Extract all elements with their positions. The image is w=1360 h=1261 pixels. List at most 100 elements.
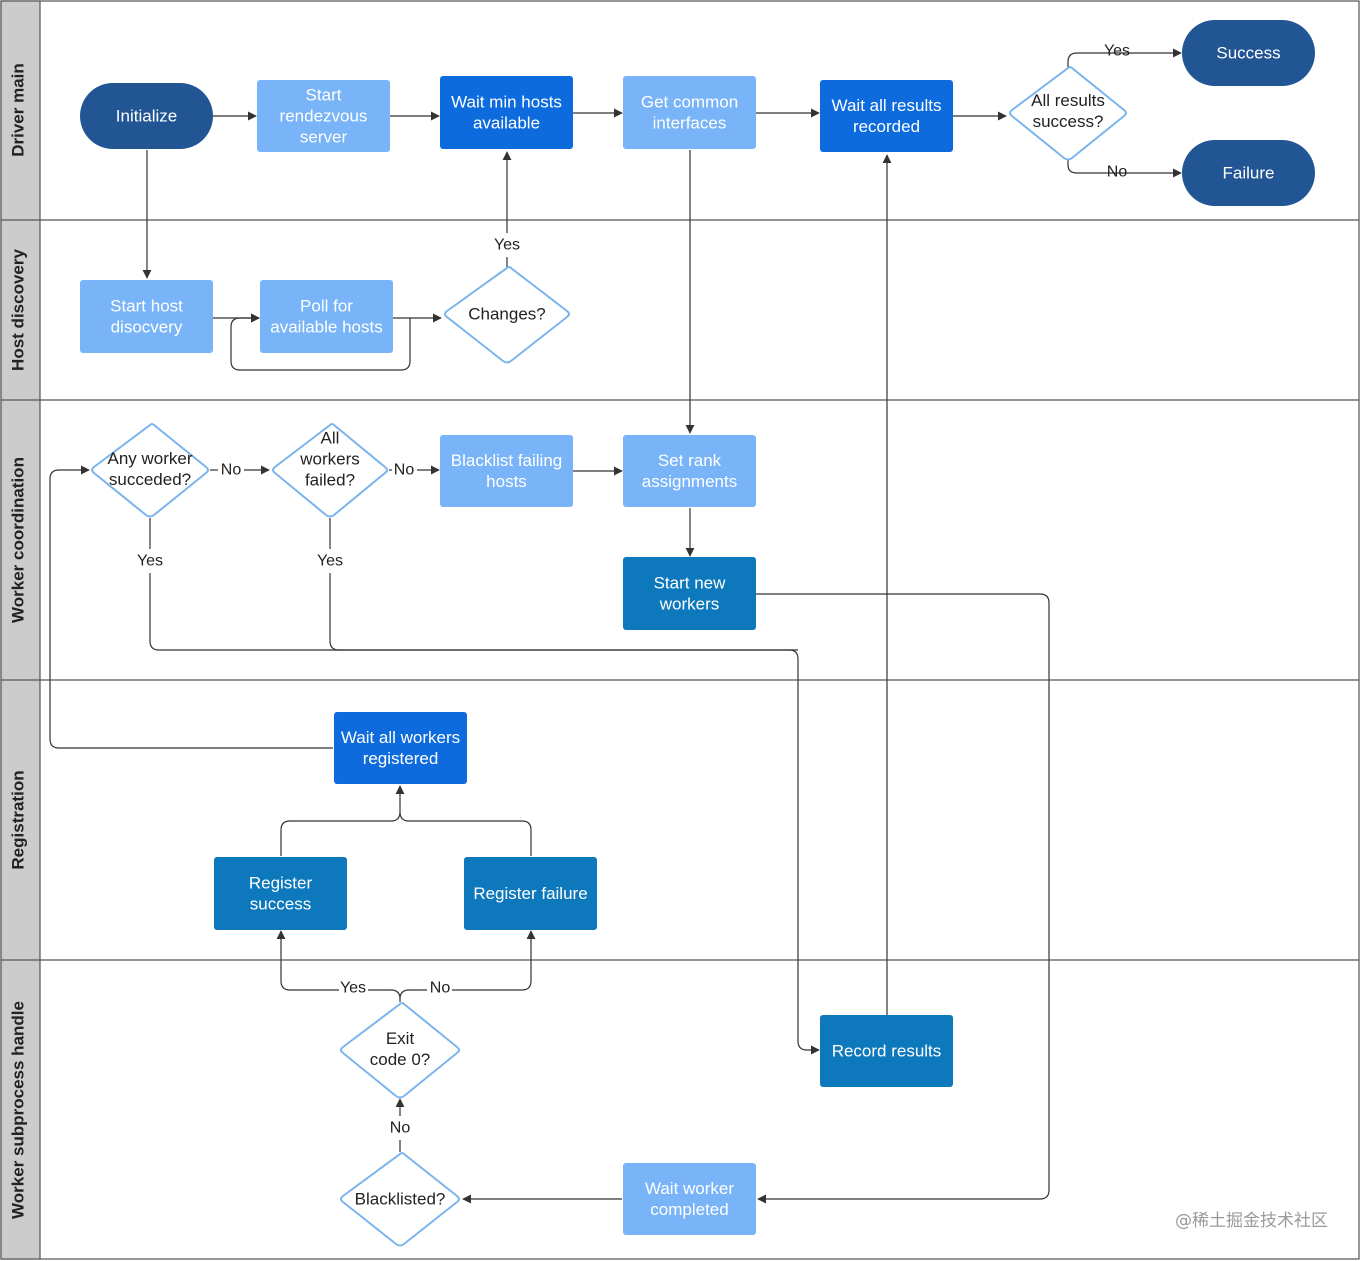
edge-labels: Yes No Yes No No Yes Yes Yes No No bbox=[137, 43, 1130, 1137]
edge-exit-code-no-stub bbox=[399, 989, 427, 1000]
node-label-line: assignments bbox=[642, 472, 737, 491]
node-start-rendezvous[interactable]: Start rendezvous server bbox=[257, 80, 390, 152]
node-label-line: Register failure bbox=[473, 884, 587, 903]
node-wait-all-results[interactable]: Wait all results recorded bbox=[820, 80, 953, 152]
node-label-line: failed? bbox=[305, 471, 355, 490]
edge-label-exit-code-yes: Yes bbox=[340, 980, 366, 997]
node-label-line: Register bbox=[249, 874, 313, 893]
node-initialize[interactable]: Initialize bbox=[80, 83, 213, 149]
node-record-results-label: Record results bbox=[832, 1042, 942, 1061]
node-all-results-success-label: All results success? bbox=[1031, 91, 1105, 131]
node-failure[interactable]: Failure bbox=[1182, 140, 1315, 206]
watermark-text: @稀土掘金技术社区 bbox=[1175, 1211, 1328, 1231]
node-start-new-workers[interactable]: Start new workers bbox=[623, 557, 756, 630]
node-label-line: workers bbox=[299, 450, 360, 469]
node-label-line: Success bbox=[1216, 44, 1280, 63]
edge-register-failure-to-wait-all-registered bbox=[399, 811, 532, 856]
node-label-line: Changes? bbox=[468, 305, 546, 324]
edge-label-exit-code-no: No bbox=[430, 980, 451, 997]
node-set-rank-assignments-label: Set rank assignments bbox=[642, 451, 737, 491]
node-changes[interactable]: Changes? bbox=[444, 266, 570, 364]
node-label-line: Exit bbox=[386, 1029, 415, 1048]
edge-label-failure-no: No bbox=[1107, 164, 1128, 181]
node-label-line: All results bbox=[1031, 91, 1105, 110]
node-failure-label: Failure bbox=[1223, 164, 1275, 183]
edge-wait-all-registered-to-any-worker bbox=[49, 465, 333, 749]
node-label-line: Get common bbox=[641, 93, 738, 112]
node-wait-worker-completed-label: Wait worker completed bbox=[645, 1179, 734, 1219]
connectors bbox=[49, 48, 1182, 1204]
node-blacklisted[interactable]: Blacklisted? bbox=[340, 1152, 460, 1247]
node-label-line: recorded bbox=[853, 117, 920, 136]
node-label-line: completed bbox=[650, 1200, 728, 1219]
node-all-results-success[interactable]: All results success? bbox=[1009, 66, 1127, 161]
node-label-line: Poll for bbox=[300, 297, 353, 316]
node-label-line: server bbox=[300, 128, 348, 147]
edge-poll-hosts-loop bbox=[230, 313, 411, 371]
node-wait-worker-completed[interactable]: Wait worker completed bbox=[623, 1163, 756, 1235]
node-register-failure[interactable]: Register failure bbox=[464, 857, 597, 930]
edge-all-results-success-yes bbox=[1067, 48, 1182, 68]
edge-label-all-failed-no: No bbox=[394, 462, 415, 479]
edge-label-blacklisted-no: No bbox=[390, 1120, 411, 1137]
node-label-line: hosts bbox=[486, 472, 527, 491]
node-changes-label: Changes? bbox=[468, 305, 546, 324]
node-label-line: Wait all workers bbox=[341, 728, 460, 747]
node-blacklisted-label: Blacklisted? bbox=[355, 1190, 446, 1209]
edge-exit-code-yes-to-register-success bbox=[276, 930, 339, 991]
edge-start-new-workers-to-wait-worker-completed bbox=[756, 593, 1050, 1204]
node-poll-hosts[interactable]: Poll for available hosts bbox=[260, 280, 393, 353]
node-record-results[interactable]: Record results bbox=[820, 1015, 953, 1087]
node-success[interactable]: Success bbox=[1182, 20, 1315, 86]
node-all-workers-failed-label: All workers failed? bbox=[299, 429, 360, 490]
edge-label-any-worker-yes: Yes bbox=[137, 553, 163, 570]
node-label-line: Wait all results bbox=[832, 96, 942, 115]
node-label-line: Initialize bbox=[116, 107, 177, 126]
node-label-line: success? bbox=[1033, 112, 1104, 131]
node-label-line: Wait worker bbox=[645, 1179, 734, 1198]
node-start-rendezvous-label: Start rendezvous server bbox=[280, 86, 368, 147]
lane-header-column bbox=[0, 0, 41, 1260]
edge-exit-code-no-to-register-failure bbox=[452, 930, 536, 991]
node-label-line: Wait min hosts bbox=[451, 93, 562, 112]
node-wait-all-results-label: Wait all results recorded bbox=[832, 96, 942, 136]
node-label-line: Blacklisted? bbox=[355, 1190, 446, 1209]
node-all-workers-failed[interactable]: All workers failed? bbox=[272, 423, 388, 518]
node-label-line: available hosts bbox=[270, 318, 382, 337]
node-success-label: Success bbox=[1216, 44, 1280, 63]
edge-label-success-yes: Yes bbox=[1104, 43, 1130, 60]
node-set-rank-assignments[interactable]: Set rank assignments bbox=[623, 435, 756, 507]
node-label-line: Start bbox=[306, 86, 342, 105]
lane-label-worker-subprocess-handle: Worker subprocess handle bbox=[9, 1001, 28, 1219]
edge-label-any-worker-no: No bbox=[221, 462, 242, 479]
node-label-line: All bbox=[321, 429, 340, 448]
node-label-line: Set rank bbox=[658, 451, 722, 470]
node-start-new-workers-label: Start new workers bbox=[654, 574, 727, 614]
node-label-line: Start new bbox=[654, 574, 727, 593]
node-label-line: workers bbox=[659, 595, 720, 614]
node-label-line: Record results bbox=[832, 1042, 942, 1061]
edge-any-worker-yes-to-record-results bbox=[149, 573, 820, 1055]
lane-label-worker-coordination: Worker coordination bbox=[9, 457, 28, 623]
node-initialize-label: Initialize bbox=[116, 107, 177, 126]
node-poll-hosts-label: Poll for available hosts bbox=[270, 297, 382, 337]
edge-all-failed-yes-to-record-results bbox=[329, 573, 798, 651]
node-label-line: rendezvous bbox=[280, 107, 368, 126]
